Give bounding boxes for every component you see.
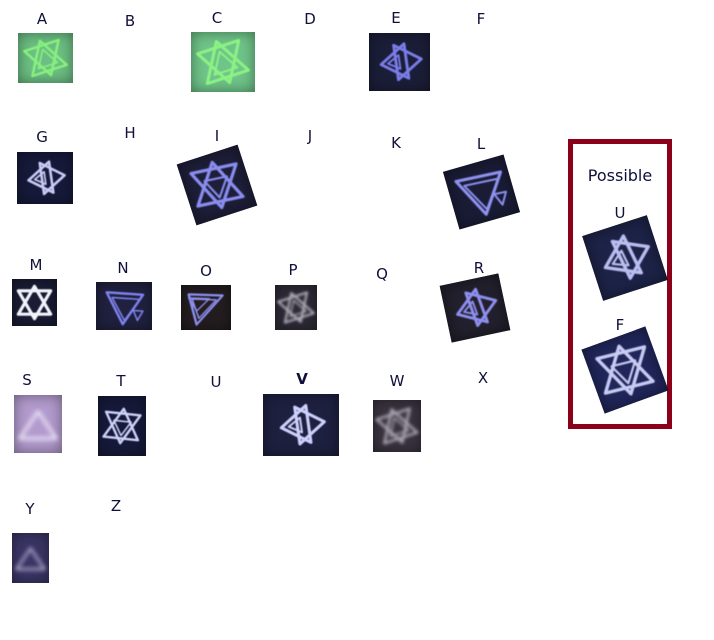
cell-label-s: S (22, 371, 32, 389)
tile-glyph-icon (18, 33, 73, 83)
cell-label-x: X (477, 369, 489, 387)
cell-label-r: R (473, 259, 485, 277)
cell-label-j: J (307, 127, 313, 145)
tile-i[interactable] (176, 144, 258, 226)
tile-v[interactable] (263, 394, 339, 456)
possible-candidate-label-u: U (614, 204, 626, 222)
tile-glyph-icon (181, 285, 231, 330)
tile-g[interactable] (17, 152, 73, 204)
cell-label-v: V (296, 370, 308, 388)
tile-glyph-icon (373, 400, 421, 452)
tile-glyph-icon (98, 396, 146, 456)
tile-glyph-icon (177, 145, 258, 226)
tile-glyph-icon (440, 273, 511, 342)
cell-label-z: Z (110, 497, 122, 515)
cell-label-p: P (288, 261, 298, 279)
possible-candidate-label-f: F (615, 316, 625, 334)
tile-glyph-icon (12, 533, 49, 583)
cell-label-e: E (391, 9, 401, 27)
tile-a[interactable] (18, 33, 73, 83)
tile-glyph-icon (191, 32, 255, 92)
cell-label-a: A (36, 10, 48, 28)
cell-label-l: L (476, 135, 486, 153)
cell-label-i: I (214, 127, 220, 145)
tile-w[interactable] (373, 400, 421, 452)
tile-candidate-f[interactable] (581, 326, 669, 414)
cell-label-o: O (200, 262, 212, 280)
tile-glyph-icon (96, 282, 152, 330)
cell-label-w: W (389, 372, 405, 390)
tile-glyph-icon (12, 279, 57, 326)
cell-label-y: Y (25, 500, 35, 518)
tile-glyph-icon (275, 285, 317, 330)
tile-r[interactable] (439, 273, 511, 343)
tile-t[interactable] (98, 396, 146, 456)
tile-c[interactable] (191, 32, 255, 92)
tile-glyph-icon (17, 152, 73, 204)
cell-label-d: D (304, 10, 316, 28)
tile-glyph-icon (14, 395, 62, 453)
cell-label-h: H (124, 124, 136, 142)
cell-label-c: C (211, 9, 223, 27)
tile-y[interactable] (12, 533, 49, 583)
cell-label-k: K (391, 134, 401, 152)
tile-m[interactable] (12, 279, 57, 326)
tile-glyph-icon (582, 215, 668, 301)
tile-glyph-icon (263, 394, 339, 456)
cell-label-b: B (124, 12, 136, 30)
tile-n[interactable] (96, 282, 152, 330)
cell-label-m: M (29, 256, 43, 274)
tile-o[interactable] (181, 285, 231, 330)
cell-label-u: U (210, 373, 222, 391)
cell-label-f: F (476, 10, 486, 28)
tile-s[interactable] (14, 395, 62, 453)
tile-l[interactable] (442, 154, 521, 230)
cell-label-g: G (36, 128, 48, 146)
tile-candidate-u[interactable] (582, 215, 668, 301)
tile-glyph-icon (369, 33, 430, 91)
cell-label-q: Q (376, 265, 388, 283)
tile-glyph-icon (443, 154, 520, 229)
cell-label-t: T (116, 372, 126, 390)
possible-panel-title: Possible (587, 166, 653, 185)
tile-p[interactable] (275, 285, 317, 330)
cell-label-n: N (117, 259, 129, 277)
tile-e[interactable] (369, 33, 430, 91)
tile-glyph-icon (581, 326, 668, 413)
